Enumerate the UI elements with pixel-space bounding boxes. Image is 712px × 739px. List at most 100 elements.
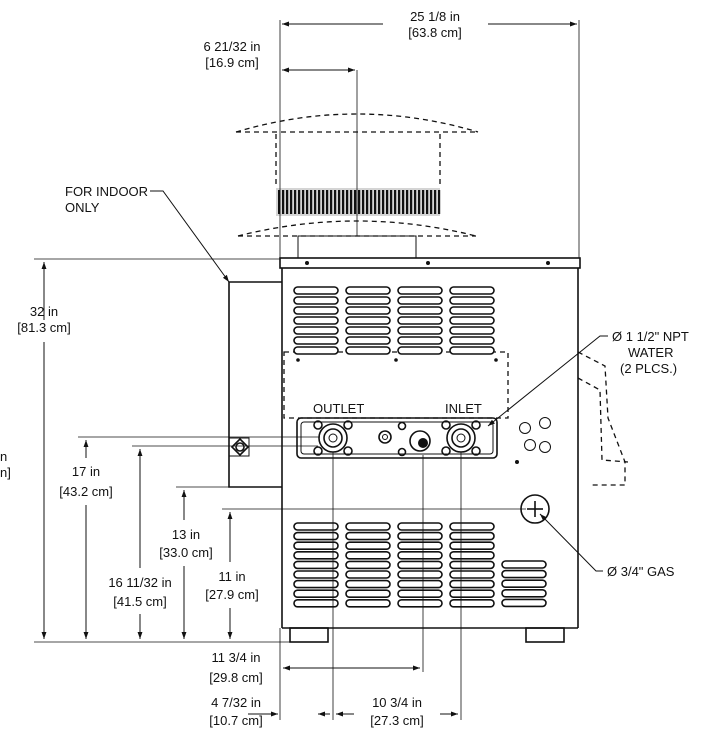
callout-leaders [150, 190, 608, 572]
grille-bar [398, 190, 401, 214]
louver-slot [293, 336, 339, 345]
grille-bar [286, 190, 289, 214]
louver-slot [293, 296, 339, 305]
louver-slot [449, 296, 495, 305]
overall-width-imperial: 25 1/8 in [410, 9, 460, 24]
louver-slot [345, 560, 391, 570]
louver-slot [293, 346, 339, 355]
louver-slot [449, 589, 495, 599]
louver-slot [449, 522, 495, 531]
louver-slot [345, 579, 391, 589]
water-height-metric: [43.2 cm] [59, 484, 112, 499]
grille-bar [358, 190, 361, 214]
overall-width-metric: [63.8 cm] [408, 25, 461, 40]
louver-slot [449, 579, 495, 589]
louver-slot [293, 522, 339, 531]
louver-slot [501, 560, 547, 569]
grille-bar [418, 190, 421, 214]
louver-slot [345, 326, 391, 335]
louver-slot [397, 316, 443, 325]
louver-slot [397, 326, 443, 335]
louver-slot [345, 531, 391, 541]
louver-slot [397, 589, 443, 599]
outlet-height-metric: [41.5 cm] [113, 594, 166, 609]
louver-slot [449, 598, 495, 608]
louver-slot [345, 541, 391, 551]
louver-slot [501, 579, 547, 589]
inlet-spacing-metric: [27.3 cm] [370, 713, 423, 728]
louver-slot [293, 306, 339, 315]
grille-bar [386, 190, 389, 214]
grille-bar [278, 190, 281, 214]
grille-bar [294, 190, 297, 214]
louver-slot [449, 346, 495, 355]
louver-slot [397, 570, 443, 579]
grille-bar [430, 190, 433, 214]
grille-bar [290, 190, 293, 214]
grille-bar [438, 190, 441, 214]
grille-bar [414, 190, 417, 214]
npt-callout-line2: WATER [628, 345, 674, 360]
lower-louvers [293, 522, 547, 608]
overall-height-metric: [81.3 cm] [17, 320, 70, 335]
grille-bar [426, 190, 429, 214]
gas-height-a-imperial: 13 in [172, 527, 200, 542]
louver-slot [293, 531, 339, 541]
louver-slot [345, 336, 391, 345]
indoor-note-line2: ONLY [65, 200, 100, 215]
npt-callout-line3: (2 PLCS.) [620, 361, 677, 376]
louver-slot [293, 560, 339, 570]
grille-bar [318, 190, 321, 214]
grille-bar [346, 190, 349, 214]
heater-body [228, 257, 629, 643]
louver-slot [293, 570, 339, 579]
grille-bar [390, 190, 393, 214]
grille-bar [326, 190, 329, 214]
gas-offset-imperial: 11 3/4 in [212, 650, 261, 665]
outlet-offset-metric: [10.7 cm] [209, 713, 262, 728]
grille-bar [338, 190, 341, 214]
grille-bar [302, 190, 305, 214]
louver-slot [293, 286, 339, 295]
louver-slot [449, 336, 495, 345]
louver-slot [397, 560, 443, 570]
louver-slot [397, 336, 443, 345]
louver-slot [449, 560, 495, 570]
louver-slot [397, 286, 443, 295]
louver-slot [293, 589, 339, 599]
louver-slot [345, 346, 391, 355]
knockout-hole [539, 441, 551, 453]
vent-grille [278, 190, 441, 214]
inlet-fitting [441, 420, 481, 456]
water-height-imperial: 17 in [72, 464, 100, 479]
extension-lines [34, 20, 580, 720]
outlet-label: OUTLET [313, 401, 364, 416]
cropped-dimension-metric: n] [0, 465, 11, 480]
upper-louvers [293, 286, 495, 355]
louver-slot [345, 598, 391, 608]
louver-slot [293, 550, 339, 560]
louver-slot [293, 598, 339, 608]
louver-slot [397, 306, 443, 315]
louver-slot [397, 579, 443, 589]
louver-slot [345, 550, 391, 560]
cropped-dimension-imperial: n [0, 449, 7, 464]
grille-bar [434, 190, 437, 214]
louver-slot [345, 296, 391, 305]
louver-slot [397, 296, 443, 305]
grille-bar [402, 190, 405, 214]
grille-bar [334, 190, 337, 214]
grille-bar [322, 190, 325, 214]
grille-bar [310, 190, 313, 214]
louver-slot [397, 541, 443, 551]
grille-bar [362, 190, 365, 214]
grille-bar [394, 190, 397, 214]
drain-fitting [228, 437, 250, 457]
knockout-hole [519, 422, 531, 434]
knockout-hole [524, 439, 536, 451]
louver-slot [449, 306, 495, 315]
bypass-valve [378, 421, 431, 457]
npt-callout-line1: Ø 1 1/2" NPT [612, 329, 689, 344]
